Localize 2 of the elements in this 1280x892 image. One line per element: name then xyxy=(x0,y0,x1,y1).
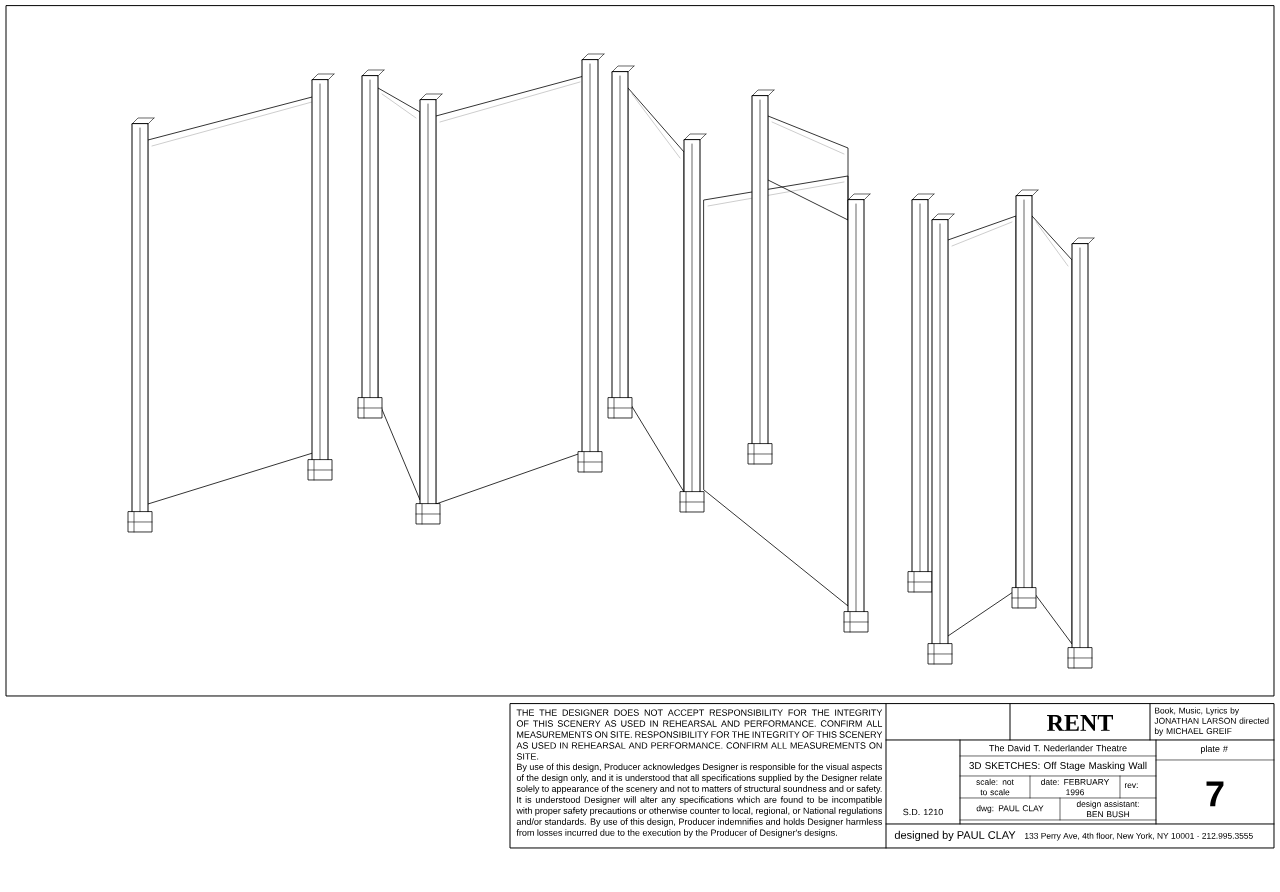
plate-number: 7 xyxy=(1206,781,1224,807)
show-title: RENT xyxy=(1047,715,1113,731)
